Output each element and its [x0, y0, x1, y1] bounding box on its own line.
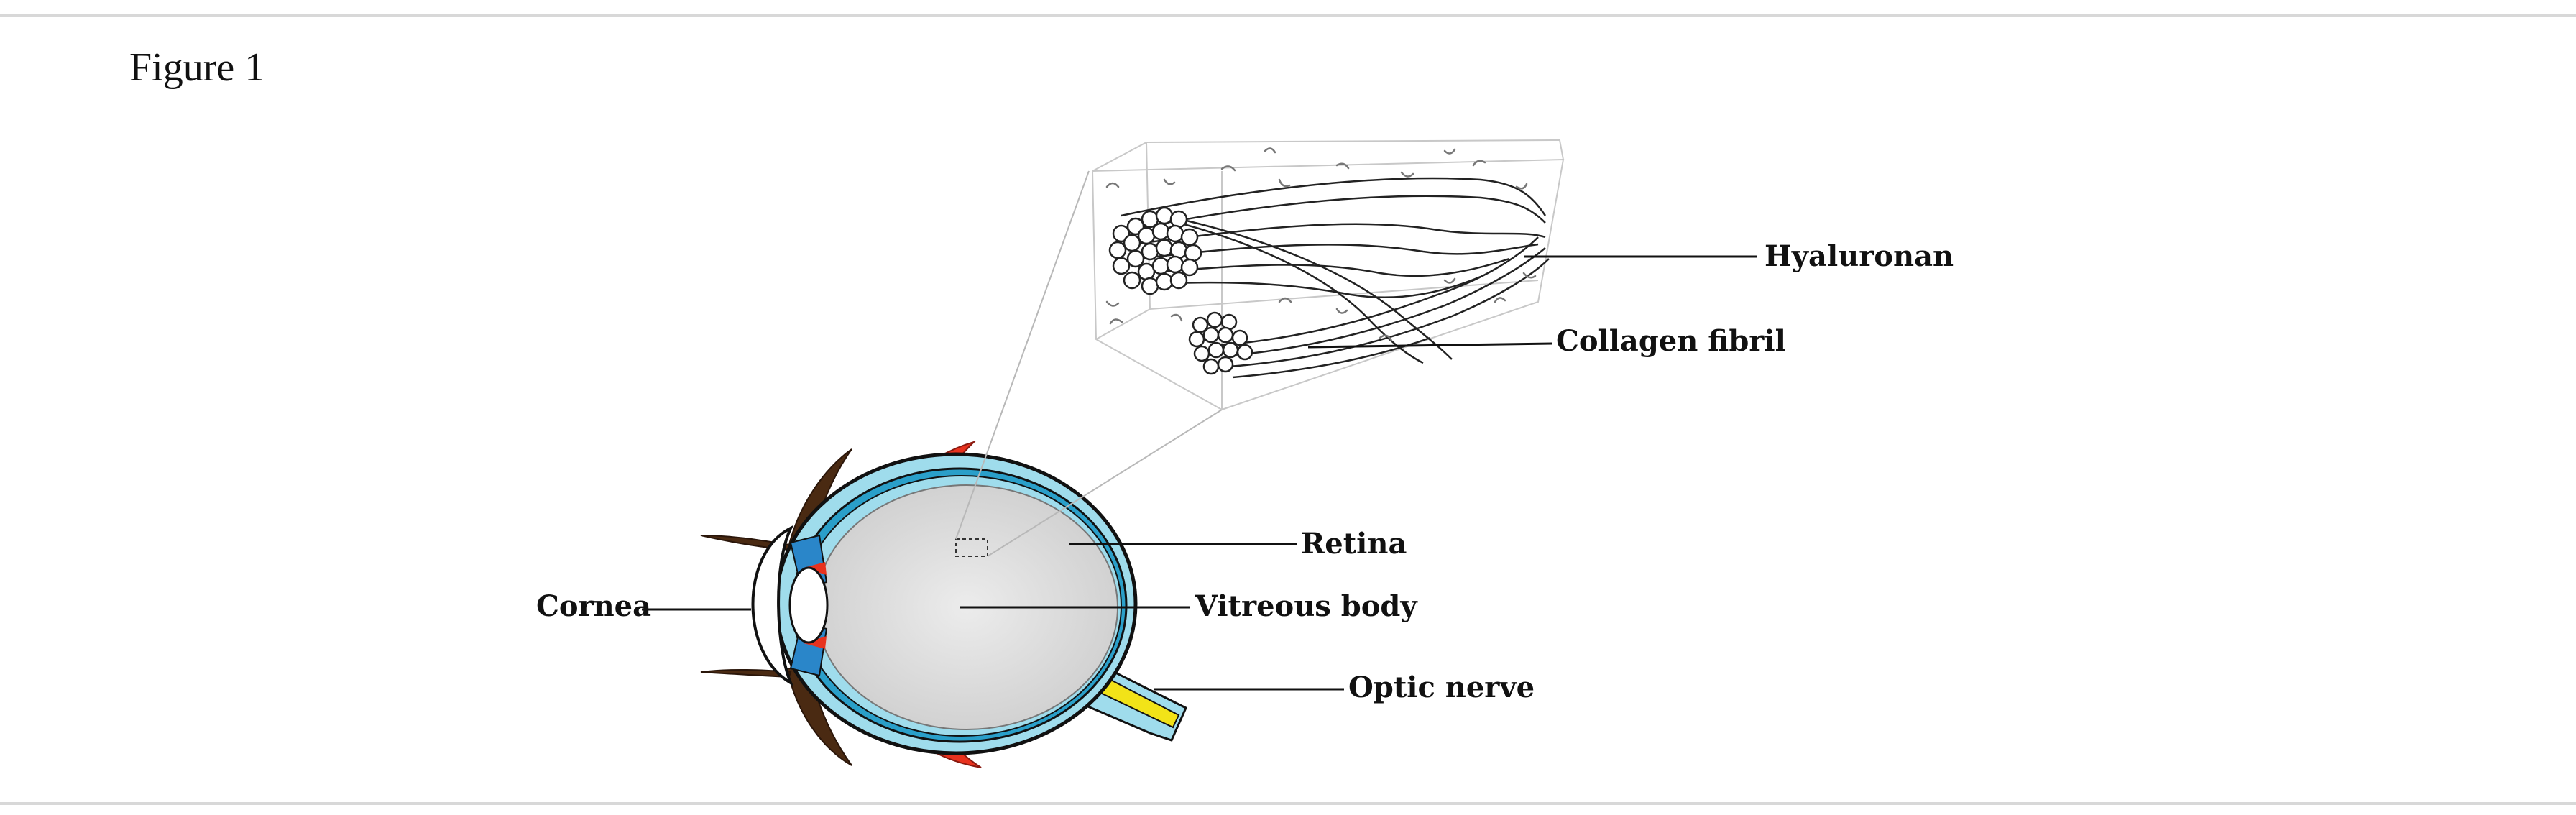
ciliary-red-top [804, 562, 827, 575]
hyaluronan-molecules [1105, 147, 1537, 342]
figure-title: Figure 1 [129, 45, 265, 90]
collagen-bundle-large [1108, 206, 1202, 295]
sample-region-marker [955, 538, 988, 557]
label-cornea: Cornea [536, 589, 651, 623]
collagen-fibril-strands [1121, 177, 1550, 379]
leader-lines [642, 255, 1757, 691]
top-divider [0, 14, 2576, 17]
lens [788, 566, 829, 644]
collagen-bundle-small [1188, 311, 1254, 375]
cornea [751, 525, 794, 686]
zoom-projection-lines [955, 170, 1223, 557]
ciliary-red-bottom [804, 636, 827, 649]
label-hyaluronan: Hyaluronan [1765, 239, 1954, 273]
label-vitreous-body: Vitreous body [1195, 589, 1418, 623]
eyeball [700, 440, 1187, 768]
lower-eyelid-lash [700, 668, 792, 678]
vitreous-microstructure-box [1091, 139, 1565, 411]
bottom-divider [0, 802, 2576, 805]
label-retina: Retina [1301, 527, 1407, 561]
leader-collagen [1307, 342, 1553, 349]
label-optic-nerve: Optic nerve [1348, 671, 1535, 704]
label-collagen-fibril: Collagen fibril [1556, 324, 1786, 358]
